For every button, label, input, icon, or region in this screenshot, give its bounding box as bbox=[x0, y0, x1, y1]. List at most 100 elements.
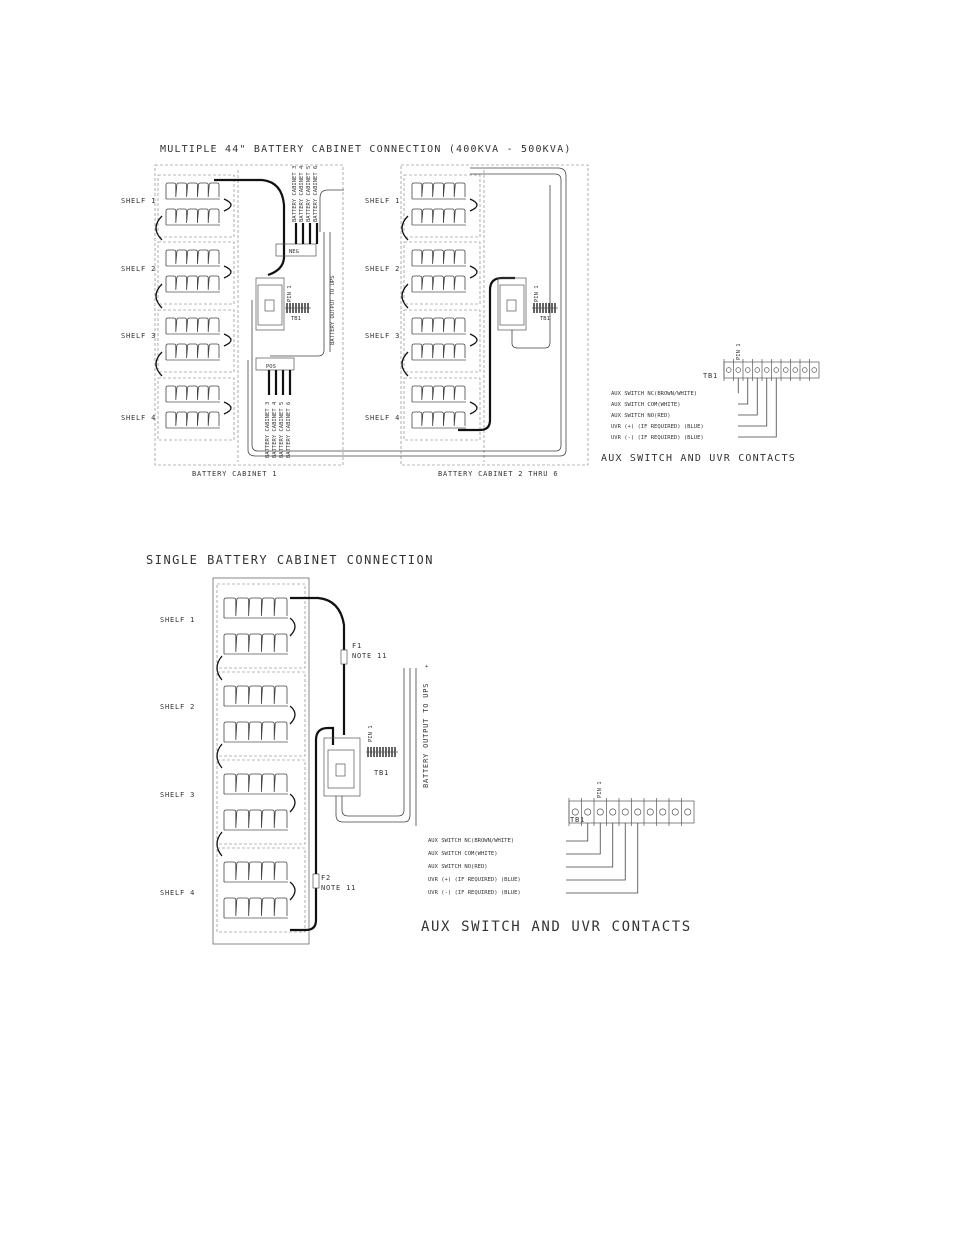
d2-shelf-3-row-bottom bbox=[223, 809, 288, 830]
d2-breaker bbox=[327, 749, 355, 789]
f2-note-label: NOTE 11 bbox=[321, 884, 356, 892]
aux1-screw-7 bbox=[792, 367, 798, 373]
neg-label: NEG bbox=[289, 249, 299, 255]
aux2-screw-4 bbox=[621, 808, 629, 816]
aux1-screw-0 bbox=[726, 367, 732, 373]
cabinet1-label: BATTERY CABINET 1 bbox=[192, 470, 277, 478]
diagram2-title: SINGLE BATTERY CABINET CONNECTION bbox=[146, 553, 434, 567]
pos-cable-label-6: BATTERY CABINET 6 bbox=[286, 402, 292, 458]
cab2-shelf-3-row-bottom bbox=[411, 343, 466, 360]
cab2-breaker-handle bbox=[506, 299, 517, 312]
cab2-return-wire bbox=[511, 185, 551, 349]
aux1-screw-2 bbox=[745, 367, 751, 373]
aux1-leader-lines bbox=[737, 378, 777, 438]
cab2-shelf-3-band bbox=[403, 309, 481, 373]
cab2-tb1-label: TB1 bbox=[540, 316, 550, 322]
f2-cable-top bbox=[314, 726, 335, 874]
aux2-leader-2 bbox=[566, 823, 614, 868]
single-cabinet-outline bbox=[212, 577, 310, 945]
cab1-shelf-1-jumper bbox=[223, 198, 232, 212]
cab2-link-2 bbox=[401, 351, 409, 377]
aux1-line-5: UVR (-) (IF REQUIRED) (BLUE) bbox=[611, 435, 704, 441]
cab2-shelf-4-band bbox=[403, 377, 481, 441]
aux1-tb1-label: TB1 bbox=[703, 372, 718, 380]
d2-shelf-4-label: SHELF 4 bbox=[160, 889, 195, 897]
cab1-shelf-4-label: SHELF 4 bbox=[121, 414, 156, 422]
cab2-shelf-1-band bbox=[403, 174, 481, 238]
cab1-shelf-3-band bbox=[157, 309, 235, 373]
d2-terminal-block bbox=[366, 747, 398, 757]
aux2-title: AUX SWITCH AND UVR CONTACTS bbox=[421, 919, 692, 935]
aux2-line-3: AUX SWITCH NO(RED) bbox=[428, 864, 488, 870]
aux2-leader-3 bbox=[566, 823, 626, 881]
d2-output-wire-a bbox=[335, 668, 411, 823]
d2-tb1-label: TB1 bbox=[374, 769, 389, 777]
d2-shelf-2-row-bottom bbox=[223, 721, 288, 742]
d2-shelf-3-label: SHELF 3 bbox=[160, 791, 195, 799]
aux2-screw-7 bbox=[659, 808, 667, 816]
cab1-pin1-label: PIN 1 bbox=[287, 285, 293, 302]
cab2-shelf-3-row-top bbox=[411, 317, 466, 334]
d2-link-2 bbox=[216, 831, 223, 857]
cab2-link-0 bbox=[401, 215, 409, 241]
aux1-pin1-label: PIN 1 bbox=[736, 343, 742, 360]
cab1-shelf-4-jumper bbox=[223, 401, 232, 415]
cab2-shelf-2-band bbox=[403, 241, 481, 305]
interconnect-wire-inner bbox=[251, 173, 562, 452]
cab2-breaker-housing bbox=[497, 277, 527, 331]
d2-output-wire-mark: + bbox=[425, 664, 429, 670]
aux2-screw-6 bbox=[646, 808, 654, 816]
cab1-shelf-3-label: SHELF 3 bbox=[121, 332, 156, 340]
d2-shelf-1-label: SHELF 1 bbox=[160, 616, 195, 624]
aux2-screw-8 bbox=[671, 808, 679, 816]
aux1-leader-1 bbox=[738, 378, 749, 405]
cab1-tb1-label: TB1 bbox=[291, 316, 301, 322]
cab2-shelf-4-row-bottom bbox=[411, 411, 466, 428]
cab2-shelf-2-row-top bbox=[411, 249, 466, 266]
f1-note-label: NOTE 11 bbox=[352, 652, 387, 660]
cab2-shelf-4-row-top bbox=[411, 385, 466, 402]
f1-fuse bbox=[340, 649, 348, 665]
cab1-shelf-1-band bbox=[157, 174, 235, 238]
f1-label: F1 bbox=[352, 642, 362, 650]
cab2-pin1-label: PIN 1 bbox=[534, 285, 540, 302]
d2-link-0 bbox=[216, 655, 223, 681]
aux2-pin1-label: PIN 1 bbox=[597, 781, 603, 798]
cab1-breaker-handle bbox=[264, 299, 275, 312]
cab1-shelf-2-band bbox=[157, 241, 235, 305]
aux1-leader-3 bbox=[738, 378, 768, 427]
d2-shelf-4-row-bottom bbox=[223, 897, 288, 918]
d2-pin1-label: PIN 1 bbox=[368, 725, 374, 742]
aux1-title: AUX SWITCH AND UVR CONTACTS bbox=[601, 453, 796, 464]
cab2-shelf-3-label: SHELF 3 bbox=[365, 332, 400, 340]
neg-cable-label-4: BATTERY CABINET 4 bbox=[299, 165, 305, 222]
aux2-leader-0 bbox=[566, 823, 589, 842]
d2-shelf-2-jumper bbox=[289, 705, 296, 725]
aux1-leader-2 bbox=[738, 378, 758, 416]
cab2-shelf-4-label: SHELF 4 bbox=[365, 414, 400, 422]
aux1-line-4: UVR (+) (IF REQUIRED) (BLUE) bbox=[611, 424, 704, 430]
aux2-screw-3 bbox=[609, 808, 617, 816]
cab2-link-1 bbox=[401, 283, 409, 309]
cab1-shelf-2-row-top bbox=[165, 249, 220, 266]
cabinet2-shelves bbox=[401, 174, 481, 441]
cab2-shelf-3-jumper bbox=[469, 333, 478, 347]
output-wire-a bbox=[270, 232, 325, 357]
pos-cable-label-3: BATTERY CABINET 3 bbox=[265, 402, 271, 458]
cab2-breaker bbox=[499, 284, 525, 326]
d2-breaker-housing bbox=[323, 737, 361, 797]
f2-label: F2 bbox=[321, 874, 331, 882]
diagram1-title: MULTIPLE 44" BATTERY CABINET CONNECTION … bbox=[160, 144, 572, 155]
cab1-shelf-3-jumper bbox=[223, 333, 232, 347]
aux1-screw-3 bbox=[754, 367, 760, 373]
d2-shelf-3-row-top bbox=[223, 773, 288, 794]
cab1-shelf-3-row-bottom bbox=[165, 343, 220, 360]
cab1-pos-main-cable bbox=[214, 178, 286, 277]
cab2-shelf-1-jumper bbox=[469, 198, 478, 212]
d2-shelf-2-band bbox=[216, 671, 306, 757]
pos-cable-label-5: BATTERY CABINET 5 bbox=[279, 402, 285, 458]
f2-cable-bottom bbox=[290, 888, 318, 932]
aux-contacts-diagram1: TB1 PIN 1 AUX SWITCH NC(BROWN/WHITE) AUX… bbox=[601, 343, 820, 464]
cab1-shelf-2-label: SHELF 2 bbox=[121, 265, 156, 273]
